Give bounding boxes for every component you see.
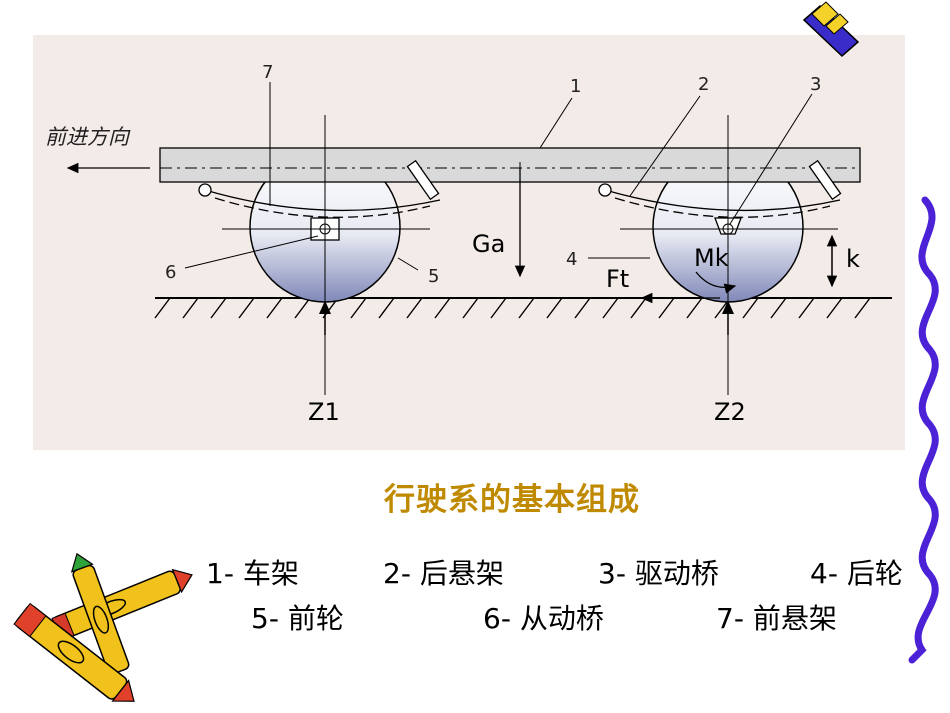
callout-2: 2 bbox=[698, 74, 709, 95]
callout-3: 3 bbox=[810, 74, 821, 95]
crayons-bottom-left-icon bbox=[13, 552, 193, 702]
crayon-top-right-icon bbox=[802, 1, 860, 58]
z2-label: Z2 bbox=[714, 398, 746, 426]
callout-7: 7 bbox=[262, 62, 273, 83]
rear-suspension bbox=[598, 159, 842, 218]
callout-6: 6 bbox=[165, 262, 176, 283]
mk-label: Mk bbox=[694, 244, 729, 272]
legend-item-drive-axle: 3- 驱动桥 bbox=[598, 557, 719, 590]
legend-item-rear-suspension: 2- 后悬架 bbox=[383, 557, 504, 590]
wavy-border-icon bbox=[908, 196, 939, 664]
ground-hatching bbox=[154, 297, 871, 319]
frame bbox=[159, 147, 861, 183]
front-suspension bbox=[198, 159, 441, 218]
ft-label: Ft bbox=[606, 265, 629, 293]
z1-label: Z1 bbox=[308, 398, 340, 426]
callout-5: 5 bbox=[428, 266, 439, 287]
mk-arrow bbox=[695, 271, 737, 294]
ga-label: Ga bbox=[472, 230, 505, 258]
callout-4: 4 bbox=[566, 249, 577, 270]
slide-title: 行驶系的基本组成 bbox=[384, 482, 640, 518]
k-label: k bbox=[846, 245, 860, 273]
legend-item-driven-axle: 6- 从动桥 bbox=[483, 602, 604, 635]
legend-item-front-wheel: 5- 前轮 bbox=[251, 602, 344, 635]
legend-item-rear-wheel: 4- 后轮 bbox=[810, 557, 903, 590]
callout-leaders bbox=[184, 82, 813, 271]
callout-1: 1 bbox=[570, 76, 581, 97]
legend-item-front-suspension: 7- 前悬架 bbox=[716, 602, 837, 635]
legend-item-frame: 1- 车架 bbox=[206, 557, 299, 590]
direction-label: 前进方向 bbox=[45, 125, 131, 149]
